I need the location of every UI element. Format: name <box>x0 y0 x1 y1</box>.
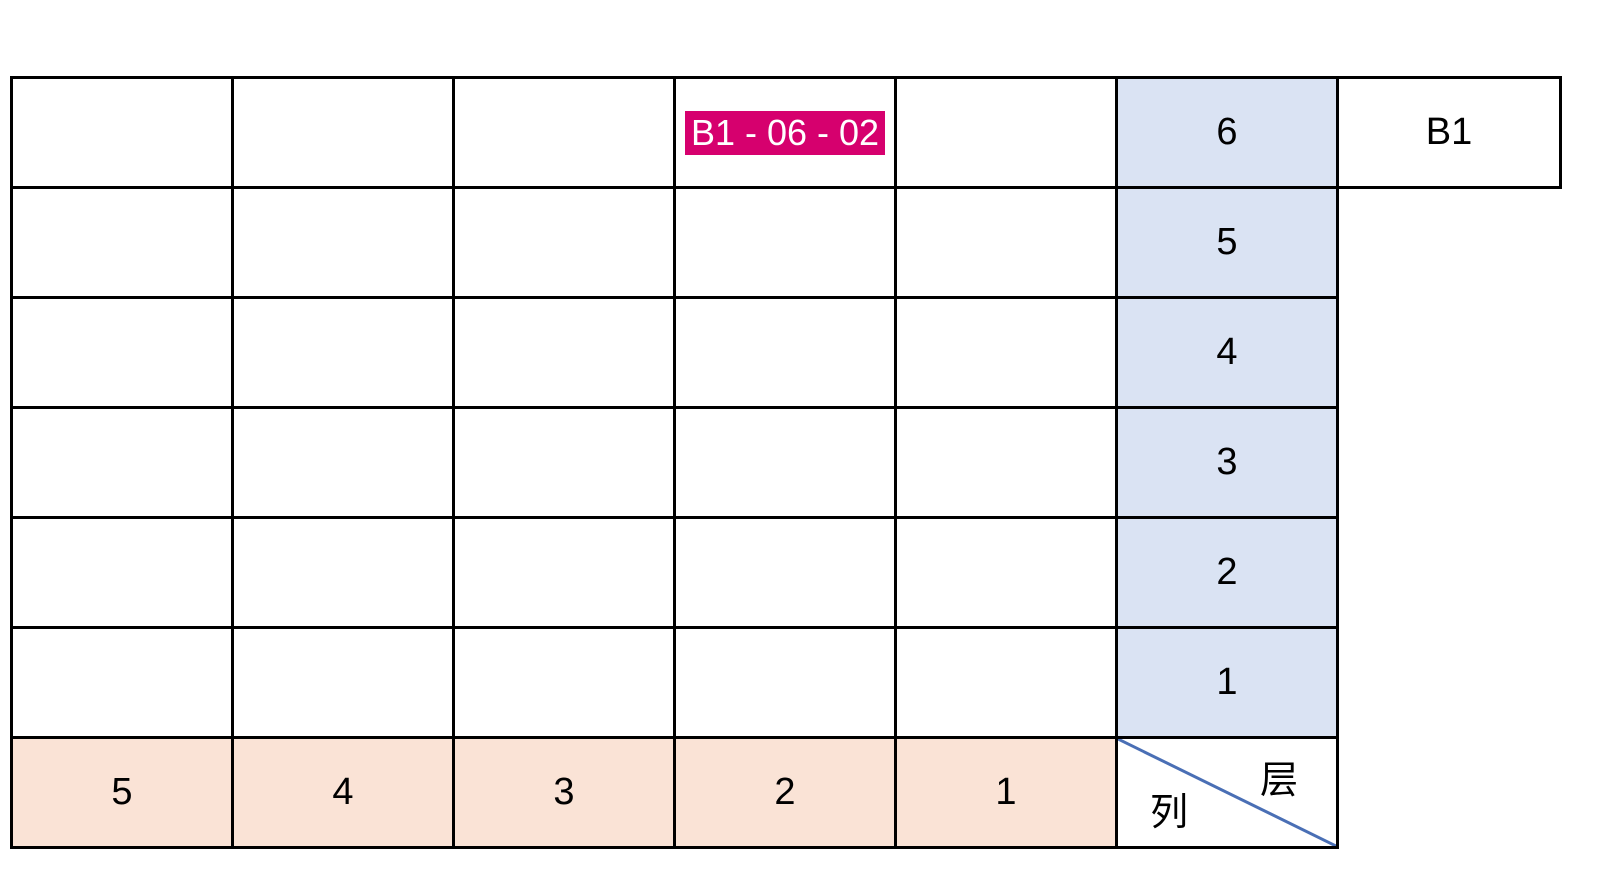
column-header: 4 <box>231 736 455 849</box>
storage-cell[interactable] <box>894 406 1118 519</box>
level-header: 4 <box>1115 296 1339 409</box>
storage-cell[interactable] <box>452 406 676 519</box>
column-label: 5 <box>111 771 133 813</box>
level-label: 1 <box>1216 661 1238 703</box>
storage-cell[interactable] <box>673 626 897 739</box>
column-label: 3 <box>553 771 575 813</box>
level-label: 6 <box>1216 111 1238 153</box>
storage-cell[interactable] <box>231 186 455 299</box>
level-label: 3 <box>1216 441 1238 483</box>
storage-cell[interactable] <box>231 626 455 739</box>
level-header: 3 <box>1115 406 1339 519</box>
storage-cell-highlighted[interactable]: B1 - 06 - 02 <box>673 76 897 189</box>
storage-cell[interactable] <box>894 516 1118 629</box>
storage-cell[interactable] <box>673 516 897 629</box>
diagonal-divider <box>1118 739 1336 846</box>
location-tag: B1 - 06 - 02 <box>684 110 886 155</box>
storage-cell[interactable] <box>894 626 1118 739</box>
storage-cell[interactable] <box>894 76 1118 189</box>
level-header: 6 <box>1115 76 1339 189</box>
level-label: 2 <box>1216 551 1238 593</box>
rack-name: B1 <box>1336 76 1562 189</box>
level-label: 5 <box>1216 221 1238 263</box>
storage-cell[interactable] <box>10 296 234 409</box>
rack-name-label: B1 <box>1425 111 1473 153</box>
column-label: 4 <box>332 771 354 813</box>
storage-cell[interactable] <box>673 406 897 519</box>
storage-cell[interactable] <box>10 76 234 189</box>
corner-column-label: 列 <box>1150 790 1189 834</box>
storage-cell[interactable] <box>452 296 676 409</box>
storage-cell[interactable] <box>452 186 676 299</box>
storage-cell[interactable] <box>452 626 676 739</box>
storage-cell[interactable] <box>10 626 234 739</box>
level-label: 4 <box>1216 331 1238 373</box>
storage-cell[interactable] <box>673 186 897 299</box>
storage-cell[interactable] <box>231 406 455 519</box>
storage-cell[interactable] <box>894 296 1118 409</box>
level-header: 2 <box>1115 516 1339 629</box>
column-label: 1 <box>995 771 1017 813</box>
storage-cell[interactable] <box>10 516 234 629</box>
storage-cell[interactable] <box>231 516 455 629</box>
column-label: 2 <box>774 771 796 813</box>
storage-cell[interactable] <box>231 296 455 409</box>
storage-cell[interactable] <box>673 296 897 409</box>
storage-cell[interactable] <box>452 76 676 189</box>
column-header: 2 <box>673 736 897 849</box>
storage-cell[interactable] <box>10 186 234 299</box>
corner-cell: 层列 <box>1115 736 1339 849</box>
column-header: 5 <box>10 736 234 849</box>
column-header: 3 <box>452 736 676 849</box>
storage-cell[interactable] <box>231 76 455 189</box>
diagonal-line <box>1118 739 1336 846</box>
storage-cell[interactable] <box>894 186 1118 299</box>
storage-cell[interactable] <box>452 516 676 629</box>
corner-level-label: 层 <box>1259 758 1298 802</box>
column-header: 1 <box>894 736 1118 849</box>
level-header: 5 <box>1115 186 1339 299</box>
level-header: 1 <box>1115 626 1339 739</box>
storage-cell[interactable] <box>10 406 234 519</box>
